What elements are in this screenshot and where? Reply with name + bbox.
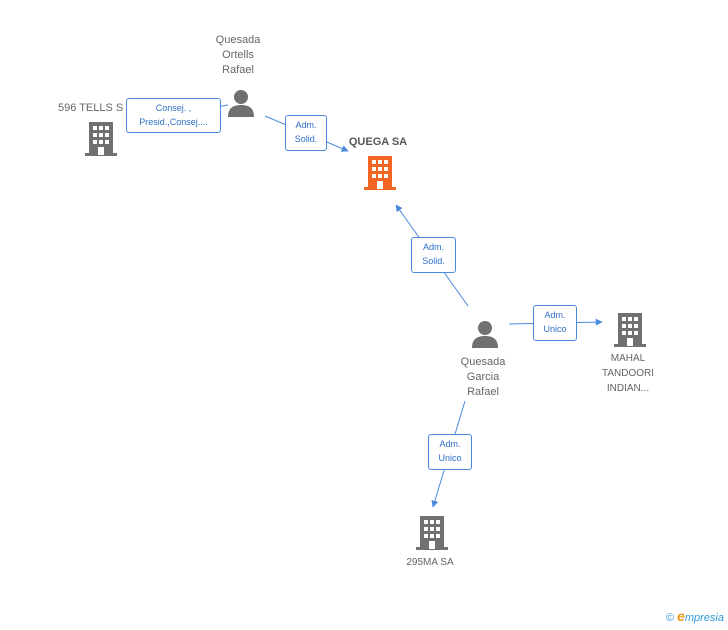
node-label-line: MAHAL [610, 353, 646, 364]
node-label-line: Garcia [466, 371, 500, 383]
building-icon[interactable] [614, 313, 646, 347]
node-label-line: Ortells [222, 49, 254, 61]
edge-label-line: Solid. [294, 134, 318, 144]
node-label-line: Rafael [222, 64, 254, 76]
copyright-symbol: © [665, 612, 675, 624]
building-icon[interactable] [416, 516, 448, 550]
edge-label-line: Adm. [295, 120, 317, 130]
edge-label-line: Unico [438, 453, 462, 463]
edge-label-line: Adm. [422, 242, 444, 252]
edge-label-line: Solid. [422, 256, 445, 266]
edge-label-line: Adm. [544, 310, 566, 320]
edge-label-adm-solid-top[interactable]: Adm. Solid. [285, 115, 327, 151]
edge-label-adm-unico-right[interactable]: Adm. Unico [533, 305, 577, 341]
node-label-line: Quesada [460, 356, 506, 368]
node-label-line: 596 TELLS S [58, 102, 124, 114]
edge-label-adm-solid-mid[interactable]: Adm. Solid. [411, 237, 456, 273]
empresia-watermark: © empresia [666, 608, 724, 624]
node-label-596-tells[interactable]: 596 TELLS S [58, 101, 138, 116]
edge-label-line: Consej. , [155, 103, 192, 113]
node-label-quesada-garcia[interactable]: Quesada Garcia Rafael [443, 355, 523, 400]
person-icon[interactable] [226, 89, 256, 118]
node-label-295ma[interactable]: 295MA SA [390, 555, 470, 570]
node-label-line: QUEGA SA [348, 136, 408, 148]
person-icon[interactable] [470, 320, 500, 349]
node-label-quega[interactable]: QUEGA SA [338, 135, 418, 150]
edge-label-adm-unico-bottom[interactable]: Adm. Unico [428, 434, 472, 470]
node-label-line: 295MA SA [406, 557, 454, 568]
brand-initial: e [677, 608, 685, 624]
edge-label-line: Adm. [439, 439, 461, 449]
node-label-line: Rafael [467, 386, 499, 398]
edge-label-consej[interactable]: Consej. , Presid.,Consej.... [126, 98, 221, 133]
brand-rest: mpresia [684, 612, 724, 624]
node-label-line: INDIAN... [606, 383, 650, 394]
building-icon[interactable] [85, 122, 117, 156]
building-icon[interactable] [364, 156, 396, 190]
node-label-line: TANDOORI [601, 368, 655, 379]
edge-label-line: Presid.,Consej.... [139, 117, 208, 127]
edge-label-line: Unico [543, 324, 567, 334]
node-label-mahal[interactable]: MAHAL TANDOORI INDIAN... [588, 351, 668, 396]
node-label-quesada-ortells[interactable]: Quesada Ortells Rafael [198, 33, 278, 78]
node-label-line: Quesada [215, 34, 261, 46]
